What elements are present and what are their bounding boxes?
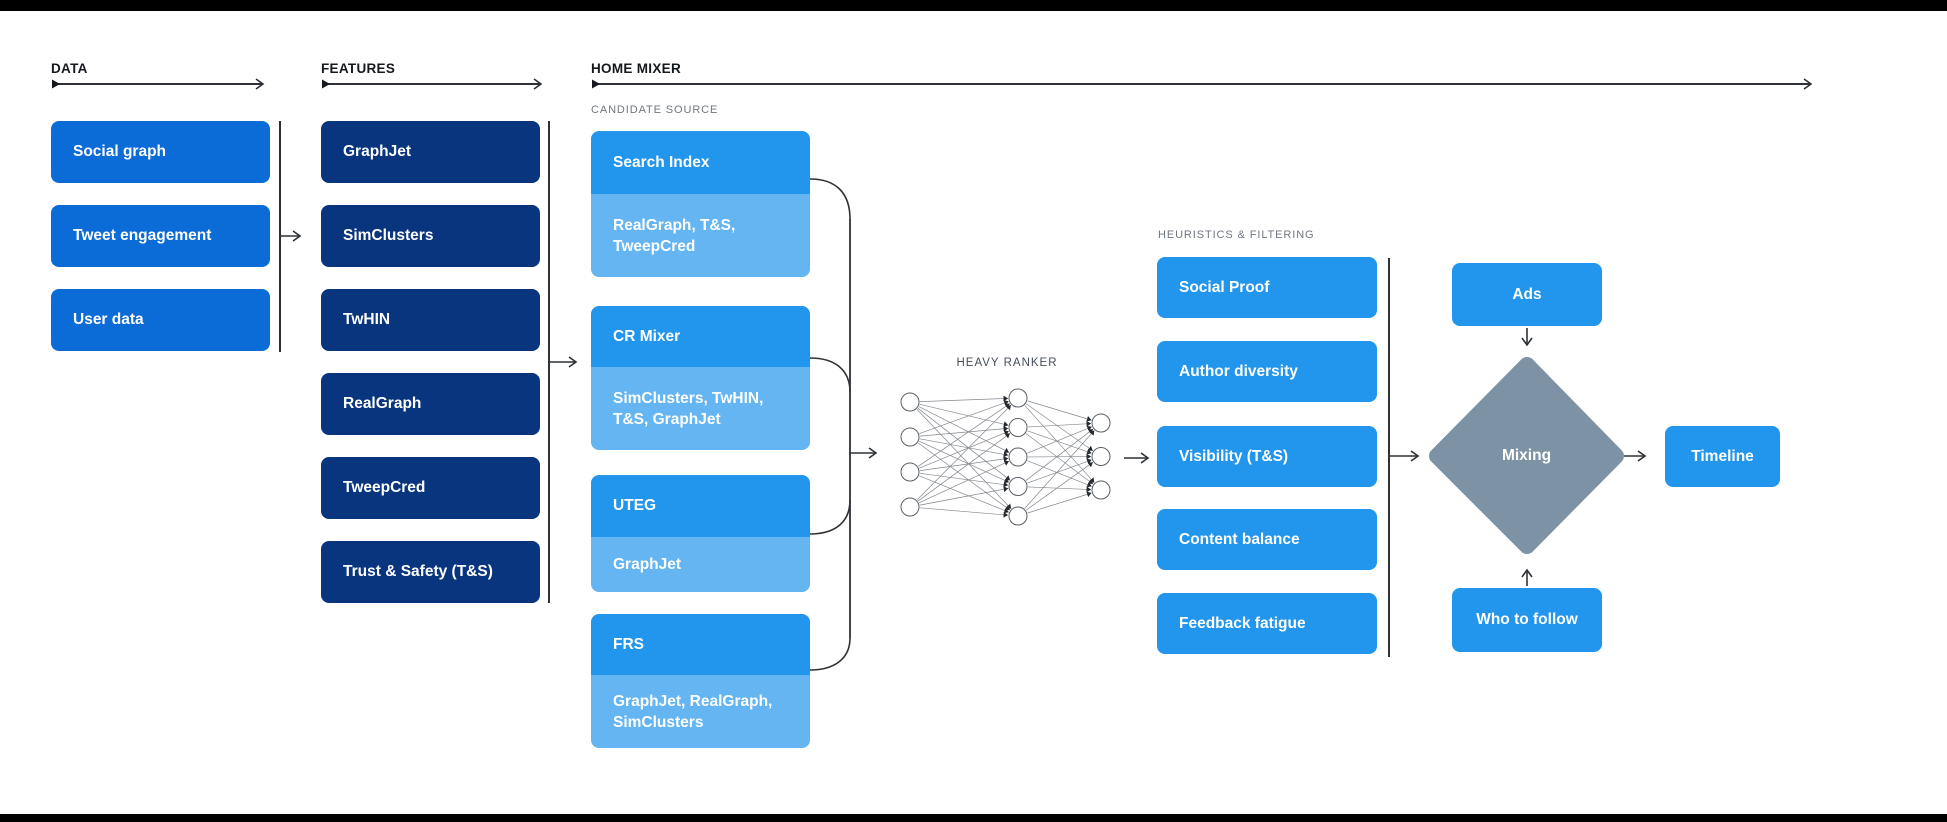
neural-network <box>900 388 1111 526</box>
network-node <box>900 462 920 482</box>
candidate-title: Search Index <box>591 131 810 194</box>
network-node <box>1008 447 1028 467</box>
candidate-source-label: CANDIDATE SOURCE <box>591 104 719 116</box>
network-node <box>1008 506 1028 526</box>
ads-box: Ads <box>1452 263 1602 326</box>
candidate-box-frs: FRS GraphJet, RealGraph, SimClusters <box>591 614 810 748</box>
frs-connector <box>809 637 851 671</box>
data-box-tweet-engagement: Tweet engagement <box>51 205 270 267</box>
heavy-ranker-label: HEAVY RANKER <box>956 357 1058 369</box>
who-to-follow-box: Who to follow <box>1452 588 1602 652</box>
heuristics-box-social-proof: Social Proof <box>1157 257 1377 318</box>
candidate-sub-features: GraphJet, RealGraph, SimClusters <box>591 675 810 748</box>
candidate-box-uteg: UTEG GraphJet <box>591 475 810 592</box>
candidate-title: UTEG <box>591 475 810 537</box>
network-node <box>900 427 920 447</box>
cr-mixer-connector <box>809 357 851 393</box>
data-box-social-graph: Social graph <box>51 121 270 183</box>
search-index-connector <box>809 178 851 220</box>
timeline-box: Timeline <box>1665 426 1780 487</box>
features-box-tweepcred: TweepCred <box>321 457 540 519</box>
network-node <box>1091 413 1111 433</box>
features-box-trust-safety: Trust & Safety (T&S) <box>321 541 540 603</box>
candidate-sub-features: GraphJet <box>591 537 810 592</box>
network-node <box>1091 480 1111 500</box>
features-box-graphjet: GraphJet <box>321 121 540 183</box>
home-mixer-section-header: HOME MIXER <box>591 61 682 76</box>
bottom-letterbox-bar <box>0 814 1947 822</box>
uteg-connector <box>809 499 851 535</box>
heuristics-filtering-label: HEURISTICS & FILTERING <box>1158 229 1315 241</box>
data-box-user-data: User data <box>51 289 270 351</box>
candidate-sub-features: RealGraph, T&S, TweepCred <box>591 194 810 277</box>
candidate-title: CR Mixer <box>591 306 810 367</box>
network-node <box>900 392 920 412</box>
data-section-header: DATA <box>51 61 88 76</box>
network-node <box>900 497 920 517</box>
network-node <box>1008 388 1028 408</box>
mixing-diamond-label: Mixing <box>1501 446 1552 464</box>
top-letterbox-bar <box>0 0 1947 11</box>
features-section-header: FEATURES <box>321 61 396 76</box>
network-node <box>1008 418 1028 437</box>
candidate-sub-features: SimClusters, TwHIN, T&S, GraphJet <box>591 367 810 450</box>
network-node <box>1091 447 1111 466</box>
features-box-realgraph: RealGraph <box>321 373 540 435</box>
candidate-title: FRS <box>591 614 810 675</box>
features-box-simclusters: SimClusters <box>321 205 540 267</box>
features-box-twhin: TwHIN <box>321 289 540 351</box>
mixing-diamond <box>1429 357 1624 554</box>
heuristics-box-feedback-fatigue: Feedback fatigue <box>1157 593 1377 654</box>
heuristics-box-visibility: Visibility (T&S) <box>1157 426 1377 487</box>
candidate-box-search-index: Search Index RealGraph, T&S, TweepCred <box>591 131 810 277</box>
candidate-box-cr-mixer: CR Mixer SimClusters, TwHIN, T&S, GraphJ… <box>591 306 810 450</box>
heuristics-box-author-diversity: Author diversity <box>1157 341 1377 402</box>
heuristics-box-content-balance: Content balance <box>1157 509 1377 570</box>
network-node <box>1008 477 1028 496</box>
